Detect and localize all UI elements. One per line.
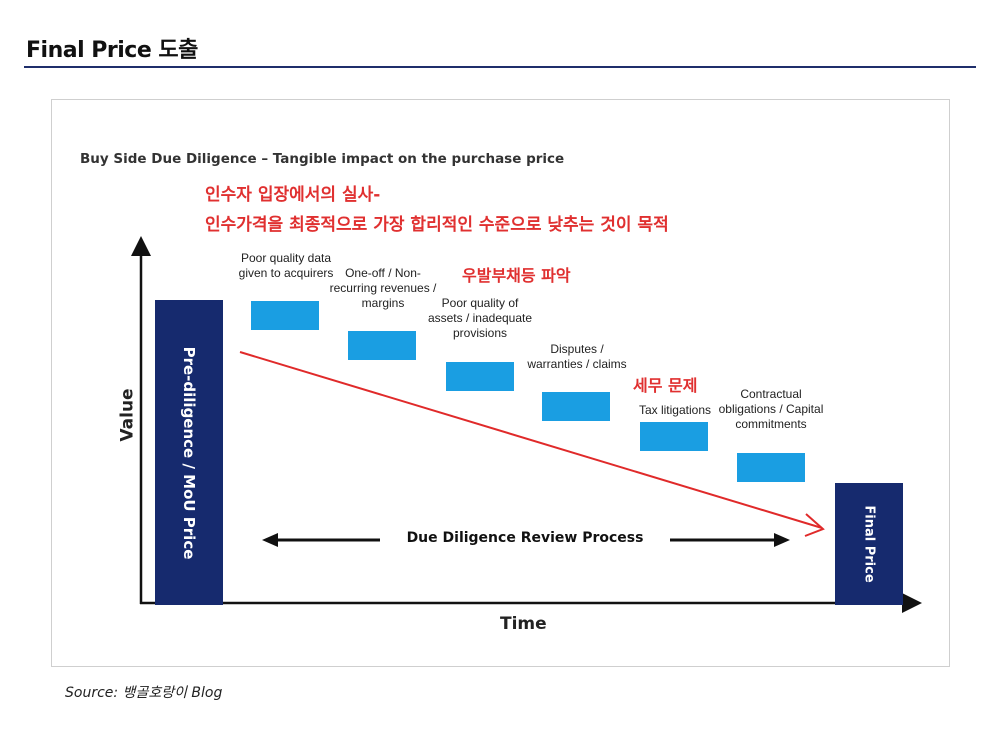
- page-title: Final Price 도출: [26, 38, 198, 63]
- factor-box-6: [737, 453, 805, 482]
- factor-label-3: Poor quality of assets / inadequate prov…: [427, 296, 533, 340]
- korean-note-contingent: 우발부채등 파악: [462, 266, 571, 285]
- factor-box-1: [251, 301, 319, 330]
- pre-diligence-price-bar: Pre-diligence / MoU Price: [155, 300, 223, 605]
- factor-box-4: [542, 392, 610, 421]
- trend-arrow-head: [804, 513, 825, 537]
- source-note: Source: 뱅골호랑이 Blog: [65, 685, 223, 701]
- factor-label-5: Tax litigations: [638, 403, 712, 417]
- korean-note-tax: 세무 문제: [633, 376, 698, 395]
- factor-box-5: [640, 422, 708, 451]
- factor-box-3: [446, 362, 514, 391]
- y-axis-label: Value: [117, 388, 138, 442]
- x-axis-label: Time: [500, 614, 547, 634]
- factor-label-2: One-off / Non-recurring revenues / margi…: [329, 266, 437, 310]
- process-arrowhead-right: [774, 533, 790, 547]
- title-divider: [24, 66, 976, 68]
- process-label: Due Diligence Review Process: [385, 530, 665, 546]
- korean-note-line1: 인수자 입장에서의 실사-: [205, 185, 381, 205]
- process-arrowhead-left: [262, 533, 278, 547]
- factor-box-2: [348, 331, 416, 360]
- diagram-heading: Buy Side Due Diligence – Tangible impact…: [80, 151, 565, 167]
- pre-diligence-price-label: Pre-diligence / MoU Price: [180, 346, 198, 559]
- factor-label-6: Contractual obligations / Capital commit…: [718, 387, 824, 431]
- final-price-label: Final Price: [861, 505, 877, 583]
- korean-note-line2: 인수가격을 최종적으로 가장 합리적인 수준으로 낮추는 것이 목적: [205, 215, 669, 235]
- factor-label-1: Poor quality data given to acquirers: [238, 251, 334, 280]
- final-price-bar: Final Price: [835, 483, 903, 605]
- trend-arrow-line: [239, 351, 823, 529]
- factor-label-4: Disputes / warranties / claims: [527, 342, 627, 371]
